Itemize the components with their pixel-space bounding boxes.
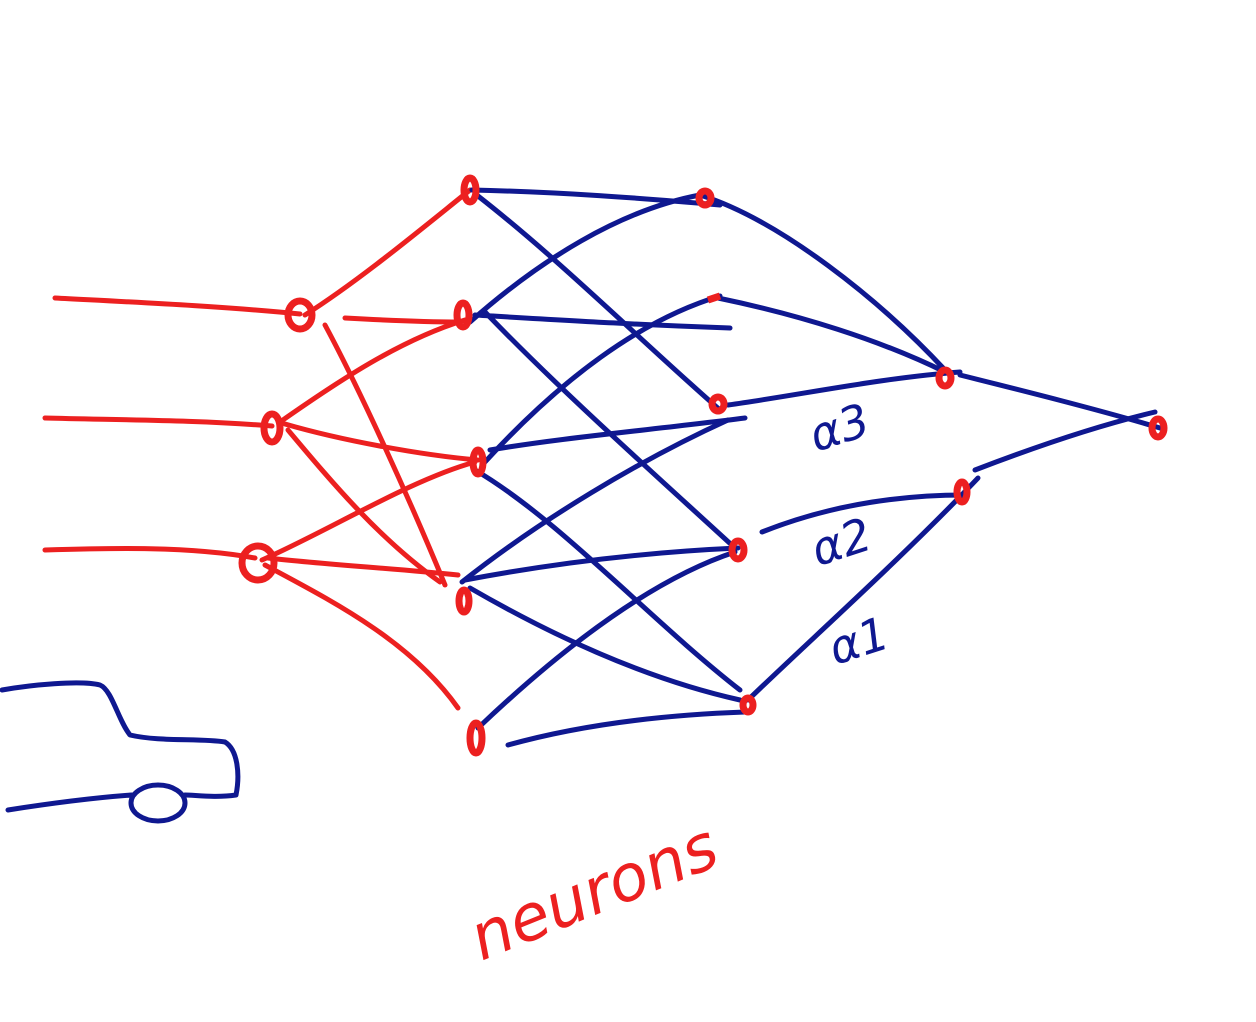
edge-h3-k5 — [472, 467, 743, 693]
input-line-3 — [42, 545, 258, 561]
edge-k5-m2 — [745, 475, 981, 703]
edge-i1-h2 — [342, 315, 463, 325]
node-h1-1 — [460, 174, 480, 206]
edge-k2-m1 — [715, 295, 948, 375]
node-input-3 — [238, 542, 278, 584]
edge-i2-h4 — [285, 427, 443, 585]
edge-h3-k3 — [487, 415, 748, 453]
input-line-2 — [42, 415, 275, 429]
red-connections — [259, 187, 481, 711]
edge-h5-k5 — [505, 709, 748, 748]
label-neurons: neurons — [460, 810, 729, 976]
label-alpha3: α3 — [803, 393, 876, 463]
edge-m2-out — [972, 409, 1158, 473]
node-input-2 — [260, 410, 284, 446]
edge-h5-k4 — [475, 549, 738, 731]
label-alpha2: α2 — [804, 507, 877, 577]
car-wheel — [128, 782, 188, 824]
edge-h4-k4 — [462, 545, 741, 583]
car-underside — [5, 792, 135, 813]
node-h1-4 — [455, 586, 473, 616]
edge-i2-h3 — [282, 421, 481, 463]
edge-h2-k2 — [472, 312, 733, 331]
edge-h1-k3 — [475, 193, 723, 413]
hidden-layer-1-nodes — [453, 174, 487, 757]
edge-h2-k1 — [467, 192, 703, 325]
node-h2-2 — [706, 292, 722, 304]
edge-i1-h1 — [302, 187, 473, 318]
edge-i3-h5 — [262, 562, 461, 711]
input-lines — [42, 295, 303, 561]
node-h1-2 — [453, 299, 473, 331]
edge-h1-k1 — [469, 187, 723, 208]
edge-i3-h3 — [259, 459, 478, 563]
node-input-1 — [284, 297, 316, 333]
node-h2-1 — [695, 187, 715, 209]
blue-connections — [459, 187, 1163, 748]
node-h2-5 — [739, 694, 757, 716]
edge-i3-h4 — [265, 555, 461, 578]
edge-k3-m1 — [725, 369, 963, 408]
node-merge-1 — [935, 366, 955, 390]
edge-k1-m1 — [697, 192, 948, 373]
edge-k4-m2 — [759, 492, 968, 535]
input-layer-nodes — [238, 297, 316, 584]
node-merge-2 — [953, 478, 971, 506]
node-h1-3 — [469, 446, 487, 478]
hidden-layer-2-nodes — [695, 187, 757, 716]
merge-nodes — [935, 366, 971, 506]
label-alpha1: α1 — [822, 606, 895, 676]
edge-h4-k5 — [467, 585, 743, 703]
node-output — [1148, 415, 1168, 441]
node-h1-5 — [466, 719, 486, 757]
edge-h2-k4 — [482, 309, 738, 551]
edge-h4-k3 — [459, 417, 731, 585]
edge-h3-k2 — [482, 293, 723, 465]
node-h2-3 — [708, 393, 728, 415]
node-h2-4 — [728, 537, 748, 563]
car-icon — [0, 680, 241, 824]
input-line-1 — [52, 295, 303, 317]
edge-m1-out — [957, 372, 1163, 431]
edge-i2-h2 — [277, 317, 468, 425]
car-body-outline — [0, 680, 241, 799]
